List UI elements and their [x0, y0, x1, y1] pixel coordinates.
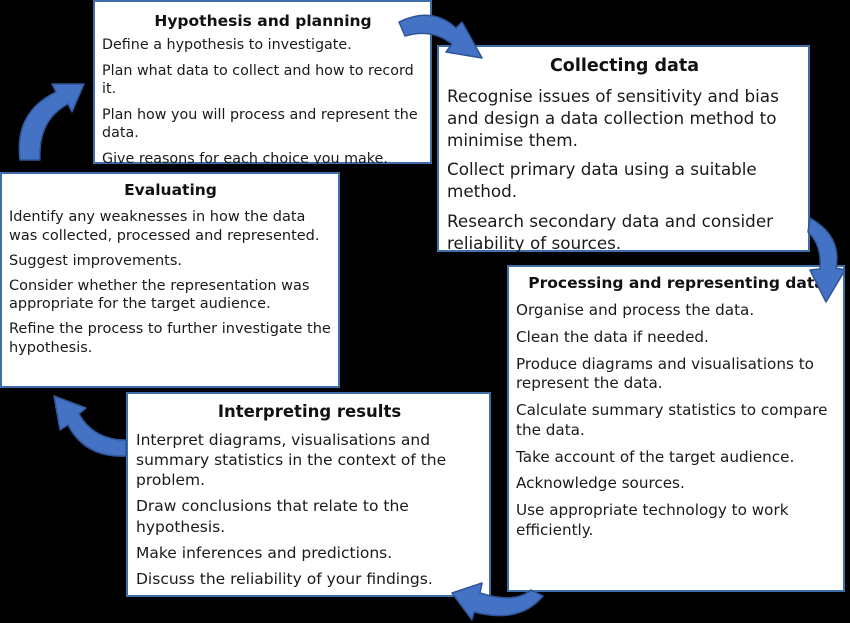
evaluating-item: Refine the process to further investigat… [9, 321, 331, 357]
collecting-data-box: Collecting data Recognise issues of sens… [437, 45, 810, 253]
evaluating-item: Suggest improvements. [9, 252, 183, 269]
collecting-data-title: Collecting data [549, 56, 700, 76]
hypothesis-planning-box: Hypothesis and planning Define a hypothe… [93, 0, 432, 167]
processing-item: Produce diagrams and visualisations to r… [516, 354, 814, 393]
interpreting-results-box: Interpreting results Interpret diagrams,… [126, 392, 491, 597]
hypothesis-item: Define a hypothesis to investigate. [102, 37, 352, 53]
interpreting-item: Discuss the reliability of your findings… [136, 569, 433, 588]
collecting-item: Collect primary data using a suitable me… [447, 159, 757, 202]
processing-item: Clean the data if needed. [516, 327, 709, 346]
interpreting-item: Draw conclusions that relate to the hypo… [136, 497, 409, 536]
processing-item: Calculate summary statistics to compare … [516, 401, 828, 439]
processing-representing-box: Processing and representing data Organis… [507, 265, 845, 592]
interpreting-item: Interpret diagrams, visualisations and s… [136, 431, 447, 490]
interpreting-item: Make inferences and predictions. [136, 543, 393, 562]
collecting-item: Research secondary data and consider rel… [447, 211, 774, 253]
processing-item: Acknowledge sources. [516, 474, 685, 493]
hypothesis-item: Plan what data to collect and how to rec… [102, 62, 414, 98]
interpreting-results-title: Interpreting results [217, 402, 402, 421]
processing-representing-title: Processing and representing data [528, 274, 825, 292]
hypothesis-item: Plan how you will process and represent … [102, 106, 418, 142]
processing-item: Use appropriate technology to work effic… [516, 501, 789, 539]
evaluating-box: Evaluating Identify any weaknesses in ho… [0, 172, 340, 388]
processing-item: Organise and process the data. [516, 301, 755, 319]
evaluating-title: Evaluating [124, 181, 217, 199]
evaluating-item: Consider whether the representation was … [9, 277, 310, 313]
evaluating-item: Identify any weaknesses in how the data … [9, 209, 320, 244]
hypothesis-item: Give reasons for each choice you make. [102, 150, 388, 167]
hypothesis-planning-title: Hypothesis and planning [154, 12, 372, 30]
collecting-item: Recognise issues of sensitivity and bias… [447, 86, 779, 150]
processing-item: Take account of the target audience. [516, 447, 795, 466]
